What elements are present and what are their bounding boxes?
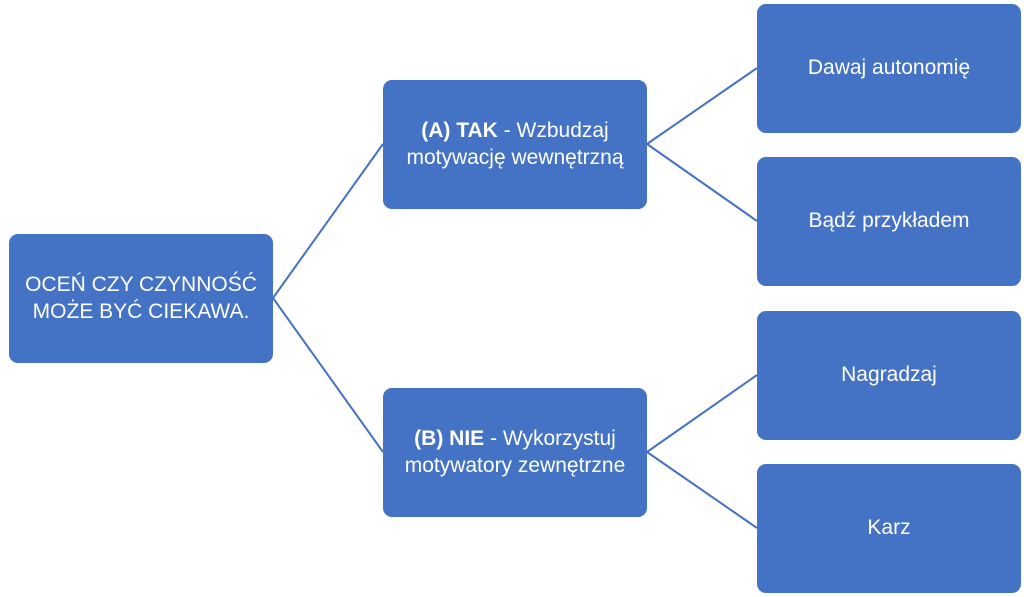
- leaf-b1-text: Nagradzaj: [841, 363, 937, 387]
- connector-root-to-a: [272, 143, 384, 299]
- leaf-node-b1: Nagradzaj: [757, 311, 1021, 440]
- connector-a-to-a2: [646, 143, 758, 222]
- connector-root-to-b: [272, 297, 384, 453]
- branch-b-node: (B) NIE - Wykorzystuj motywatory zewnętr…: [383, 388, 647, 517]
- leaf-a1-text: Dawaj autonomię: [807, 56, 971, 80]
- root-node: OCEŃ CZY CZYNNOŚĆ MOŻE BYĆ CIEKAWA.: [9, 234, 273, 363]
- connector-b-to-b2: [646, 451, 758, 529]
- connector-a-to-a1: [646, 67, 758, 145]
- branch-a-prefix: (A) TAK: [421, 119, 498, 143]
- branch-a-description: - Wzbudzaj motywację wewnętrzną: [406, 119, 624, 169]
- branch-b-description: - Wykorzystuj motywatory zewnętrzne: [404, 427, 626, 477]
- leaf-node-a1: Dawaj autonomię: [757, 4, 1021, 133]
- branch-b-prefix: (B) NIE: [414, 427, 485, 451]
- leaf-a2-text: Bądź przykładem: [808, 209, 970, 233]
- branch-a-node: (A) TAK - Wzbudzaj motywację wewnętrzną: [383, 80, 647, 209]
- branch-b-text: (B) NIE - Wykorzystuj motywatory zewnętr…: [393, 426, 637, 479]
- connector-b-to-b1: [646, 374, 758, 453]
- leaf-b2-text: Karz: [867, 516, 911, 540]
- leaf-node-a2: Bądź przykładem: [757, 157, 1021, 286]
- leaf-node-b2: Karz: [757, 464, 1021, 593]
- root-node-text: OCEŃ CZY CZYNNOŚĆ MOŻE BYĆ CIEKAWA.: [25, 273, 257, 323]
- branch-a-text: (A) TAK - Wzbudzaj motywację wewnętrzną: [393, 118, 637, 171]
